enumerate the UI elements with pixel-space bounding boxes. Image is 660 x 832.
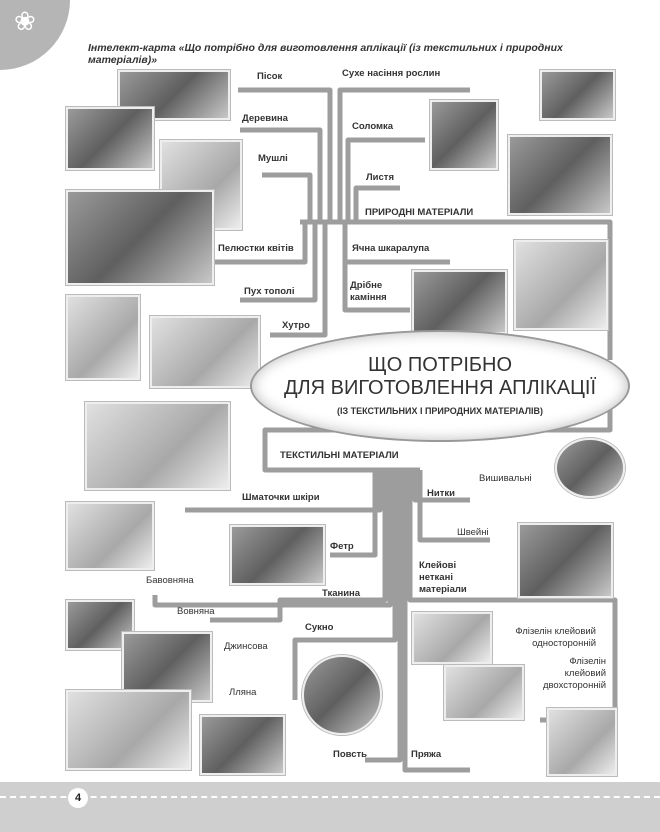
leather-image bbox=[85, 402, 230, 490]
label-fliselin-double: Флізелін клейовий двохсторонній bbox=[542, 656, 606, 691]
label-leaves: Листя bbox=[366, 172, 394, 183]
leaves-image bbox=[508, 135, 612, 215]
connector bbox=[417, 470, 490, 543]
connector bbox=[240, 127, 323, 222]
connector bbox=[330, 470, 378, 558]
connector bbox=[342, 262, 410, 313]
label-sand: Пісок bbox=[257, 71, 283, 82]
textile-trunk bbox=[262, 400, 613, 473]
connector bbox=[353, 185, 400, 222]
yarn-image bbox=[547, 708, 617, 776]
label-linen: Лляна bbox=[229, 687, 257, 698]
corner-decoration: ❀ bbox=[0, 0, 70, 70]
connector bbox=[412, 470, 470, 503]
label-fabric: Тканина bbox=[322, 588, 361, 599]
label-wool: Вовняна bbox=[177, 606, 215, 617]
connector bbox=[240, 222, 318, 303]
label-denim: Джинсова bbox=[224, 641, 268, 652]
label-fliselin-single: Флізелін клейовий односторонній bbox=[515, 626, 596, 649]
natural-trunk bbox=[300, 219, 613, 360]
label-fur: Хутро bbox=[282, 320, 310, 331]
central-title-line1: ЩО ПОТРІБНО bbox=[367, 354, 513, 376]
fliselin-double-image bbox=[444, 665, 524, 720]
connector bbox=[345, 137, 425, 222]
label-petals: Пелюстки квітів bbox=[218, 243, 294, 254]
label-seeds: Сухе насіння рослин bbox=[342, 68, 441, 79]
label-eggshell: Ячна шкаралупа bbox=[352, 243, 430, 254]
butterfly-wood-image bbox=[66, 107, 154, 170]
petals-image bbox=[66, 190, 214, 285]
page-number: 4 bbox=[68, 788, 88, 808]
label-wood: Деревина bbox=[242, 113, 288, 124]
label-broadcloth: Сукно bbox=[305, 622, 334, 633]
linen-image bbox=[66, 690, 191, 770]
label-stones: Дрібне каміння bbox=[350, 280, 387, 303]
central-subtitle: (ІЗ ТЕКСТИЛЬНИХ І ПРИРОДНИХ МАТЕРІАЛІВ) bbox=[336, 406, 544, 416]
label-cotton: Бавовняна bbox=[146, 575, 194, 586]
map-caption: Інтелект-карта «Що потрібно для виготовл… bbox=[88, 42, 563, 66]
textile-heading: ТЕКСТИЛЬНІ МАТЕРІАЛИ bbox=[280, 450, 399, 461]
connector bbox=[152, 470, 393, 608]
turtle-sand-image bbox=[118, 70, 230, 120]
label-yarn: Пряжа bbox=[411, 749, 442, 760]
connector bbox=[200, 222, 308, 265]
connector bbox=[210, 470, 388, 623]
cloth-image bbox=[200, 715, 285, 775]
connector bbox=[365, 470, 403, 763]
connector bbox=[270, 222, 328, 338]
felt-image bbox=[230, 525, 325, 585]
label-poplar-fluff: Пух тополі bbox=[244, 286, 295, 297]
connector bbox=[337, 87, 470, 222]
felt-fan-image bbox=[302, 655, 382, 735]
central-title-line2: ДЛЯ ВИГОТОВЛЕННЯ АПЛІКАЦІЇ bbox=[283, 377, 597, 399]
label-felt-wool: Повсть bbox=[333, 749, 368, 760]
leaf-icon: ❀ bbox=[14, 6, 36, 36]
connector bbox=[292, 470, 398, 700]
seeds-image bbox=[540, 70, 615, 120]
eggshell-image bbox=[514, 240, 608, 330]
label-leather: Шматочки шкіри bbox=[242, 492, 320, 503]
label-sewing: Швейні bbox=[457, 527, 489, 538]
fur-image bbox=[150, 316, 260, 388]
fliselin-single-image bbox=[412, 612, 492, 664]
connector bbox=[185, 470, 383, 513]
central-node: ЩО ПОТРІБНО ДЛЯ ВИГОТОВЛЕННЯ АПЛІКАЦІЇ (… bbox=[250, 330, 630, 442]
page-footer bbox=[0, 782, 660, 832]
connector bbox=[262, 172, 313, 222]
natural-heading: ПРИРОДНІ МАТЕРІАЛИ bbox=[365, 207, 474, 218]
label-embroidery: Вишивальні bbox=[479, 473, 532, 484]
label-threads: Нитки bbox=[427, 488, 455, 499]
label-felt: Фетр bbox=[330, 541, 354, 552]
footer-dashed-line bbox=[0, 796, 660, 798]
label-shells: Мушлі bbox=[258, 153, 288, 164]
chick-image bbox=[66, 295, 140, 380]
spools-image bbox=[518, 523, 613, 598]
label-adhesive-nonwoven: Клейові неткані матеріали bbox=[419, 560, 467, 595]
connector bbox=[402, 470, 470, 773]
label-straw: Соломка bbox=[352, 121, 394, 132]
stones-image bbox=[412, 270, 507, 334]
cotton-image bbox=[66, 502, 154, 570]
embroidery-thread-image bbox=[555, 438, 625, 498]
connector bbox=[238, 87, 333, 222]
straw-image bbox=[430, 100, 498, 170]
wool-image bbox=[66, 600, 134, 650]
connector bbox=[342, 222, 450, 265]
